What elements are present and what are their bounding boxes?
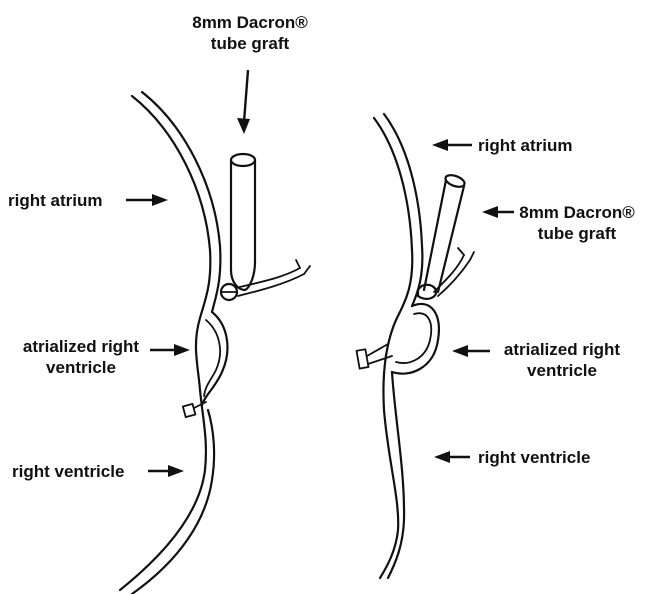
left-tube-graft: [221, 154, 310, 300]
left-ventricle-arrow: [148, 465, 184, 477]
left-graft-label-line2: tube graft: [190, 33, 310, 54]
right-ventricle-arrow: [434, 451, 470, 463]
right-graft-arrow: [482, 206, 514, 218]
right-atrialized-line1: atrialized right: [494, 339, 630, 360]
right-right-ventricle-text: right ventricle: [478, 447, 590, 468]
left-right-atrium-text: right atrium: [8, 190, 102, 211]
left-right-atrium-label: right atrium: [8, 190, 102, 211]
right-graft-label: 8mm Dacron® tube graft: [516, 202, 638, 244]
right-atrialized-label: atrialized right ventricle: [494, 339, 630, 381]
left-atrialized-line2: ventricle: [14, 357, 148, 378]
right-graft-label-line1: 8mm Dacron®: [516, 202, 638, 223]
right-right-atrium-label: right atrium: [478, 135, 572, 156]
right-graft-label-line2: tube graft: [516, 223, 638, 244]
right-atrialized-arrow: [452, 345, 490, 357]
left-atrialized-line1: atrialized right: [14, 336, 148, 357]
left-graft-label-line1: 8mm Dacron®: [190, 12, 310, 33]
left-graft-label: 8mm Dacron® tube graft: [190, 12, 310, 54]
left-right-ventricle-label: right ventricle: [12, 461, 124, 482]
left-graft-arrow: [237, 70, 250, 134]
right-right-ventricle-label: right ventricle: [478, 447, 590, 468]
left-atrialized-label: atrialized right ventricle: [14, 336, 148, 378]
left-right-ventricle-text: right ventricle: [12, 461, 124, 482]
left-atrium-arrow: [126, 194, 168, 206]
right-tube-graft: [418, 173, 474, 299]
left-atrialized-arrow: [150, 344, 190, 356]
right-atrium-arrow: [432, 139, 472, 151]
right-atrialized-line2: ventricle: [494, 360, 630, 381]
right-right-atrium-text: right atrium: [478, 135, 572, 156]
